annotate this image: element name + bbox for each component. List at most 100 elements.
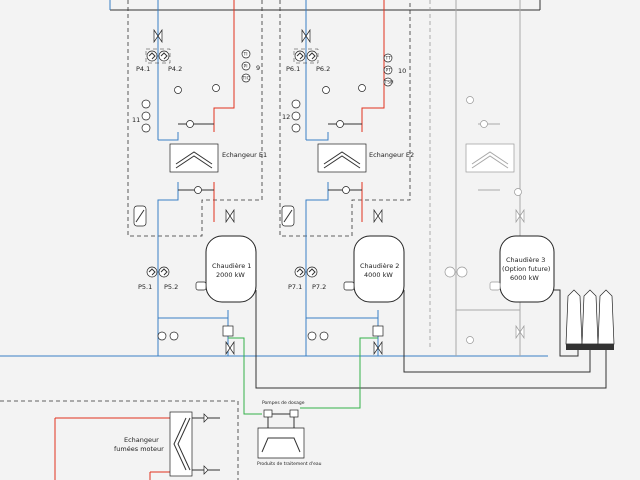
valve-b1-top-icon [225,208,231,224]
boiler-1-name: Chaudière 1 [212,262,251,270]
boiler-3-name: Chaudière 3 [506,256,545,264]
pump-group-p4: P4.1 P4.2 [136,48,182,73]
instrument-12a-icon [291,99,301,109]
pump-p6-2-label: P6.2 [316,65,330,73]
boiler-2-power: 4000 kW [364,271,393,279]
burner-3-icon [489,281,501,291]
pump-group-p5: P5.1 P5.2 [138,266,178,291]
valve-m1-top-icon [153,28,159,44]
pump-p6-1-icon [294,50,306,62]
boiler-1-power: 2000 kW [216,271,245,279]
svg-text:PI: PI [244,64,248,70]
tag-11: 11 [132,116,140,124]
dosing-product-label: Produits de traitement d'eau [257,461,322,467]
chimney-2-icon [581,289,599,345]
burner-2-icon [343,281,355,291]
valve-b1-bottom-icon [225,340,231,356]
valve-b3-bottom-icon [515,324,521,340]
pump-p4-2-icon [158,50,170,62]
tag-9: 9 [256,64,260,72]
dosing-pump-2-icon [289,409,299,418]
instrument-e1-out-icon [194,186,202,194]
valve-m2-top-icon [301,28,307,44]
pump-p4-2-label: P4.2 [168,65,182,73]
chimney-3-base [598,344,614,350]
dosing-pump-1-icon [263,409,273,418]
valve-b3-top-icon [515,208,521,224]
module-3-future-piping [455,0,521,356]
instrument-e2-out-icon [342,186,350,194]
exchanger-e1-label: Echangeur E1 [222,151,267,159]
instrument-m1-low-b-icon [169,331,179,341]
exchanger-e2: Echangeur E2 [317,143,414,173]
boiler-1: Chaudière 1 2000 kW [205,235,257,303]
instrument-m3-c-icon [514,188,522,196]
flue-gas-lines [255,289,607,389]
chimney-3-icon [597,289,615,345]
svg-text:PT: PT [386,68,392,74]
dosing-lines [228,337,378,415]
pump-p4-1-icon [146,50,158,62]
instrument-m3-d-icon [466,336,474,344]
pump-p5-2-icon [158,266,170,278]
module-2-piping [305,0,385,356]
exchanger-e3-future [465,143,515,173]
pump-p7-1-icon [294,266,306,278]
pump-p7-2-icon [306,266,318,278]
boiler-3-future: Chaudière 3 (Option future) 6000 kW [499,235,555,303]
instruments: TI PI TIC TT PT TSH [141,49,522,344]
module-1-piping [157,0,235,356]
pump-future-2-icon [456,266,468,278]
instrument-m1-ti-icon [212,84,220,92]
instrument-pt-icon [383,65,393,75]
boiler-3-note: (Option future) [502,265,550,273]
instrument-m2-low-b-icon [319,331,329,341]
chimneys [565,289,615,350]
pump-p7-1-label: P7.1 [288,283,302,291]
module-boundaries [0,0,431,480]
filter-b1-icon [222,325,234,337]
svg-text:TT: TT [385,56,392,62]
instrument-tsh-icon [383,77,393,87]
instrument-m1-low-a-icon [157,331,167,341]
instrument-m2-low-a-icon [307,331,317,341]
dosing-tank-icon [257,427,305,459]
boiler-2-name: Chaudière 2 [360,262,399,270]
burner-1-icon [195,281,207,291]
valve-flue-top-icon [203,413,209,423]
pump-p5-1-label: P5.1 [138,283,152,291]
instrument-e2-in-icon [336,120,344,128]
tag-10: 10 [398,67,406,75]
filter-b2-icon [372,325,384,337]
svg-text:TSH: TSH [384,80,394,86]
svg-text:TIC: TIC [242,76,250,82]
chimney-2-base [582,344,598,350]
instrument-12c-icon [291,123,301,133]
pump-p7-2-label: P7.2 [312,283,326,291]
valve-b2-top-icon [373,208,379,224]
chimney-1-base [566,344,582,350]
valves [153,28,525,356]
boiler-3-power: 6000 kW [510,274,539,282]
valve-flue-bottom-icon [203,465,209,475]
exchanger-e1: Echangeur E1 [169,143,267,173]
burners [195,281,501,291]
instrument-tag-numbers: 9 10 11 12 [132,64,406,124]
pump-p6-1-label: P6.1 [286,65,300,73]
instrument-m3-b-icon [480,120,488,128]
pump-group-p6: P6.1 P6.2 [286,48,330,73]
exchanger-fumes-label-1: Echangeur [124,436,159,444]
instrument-tt-icon [383,53,393,63]
tag-12: 12 [282,113,290,121]
exchanger-engine-flue: Echangeur fumées moteur [54,411,220,480]
instrument-pi-icon [241,61,251,71]
expansion-vessels [133,205,295,227]
pump-future-1-icon [444,266,456,278]
instrument-11b-icon [141,111,151,121]
top-header-pipes [109,0,541,11]
pump-group-p7: P7.1 P7.2 [288,266,326,291]
instrument-ti-icon [241,49,251,59]
instrument-m2-pi-icon [322,86,330,94]
instrument-tic-icon [241,73,251,83]
